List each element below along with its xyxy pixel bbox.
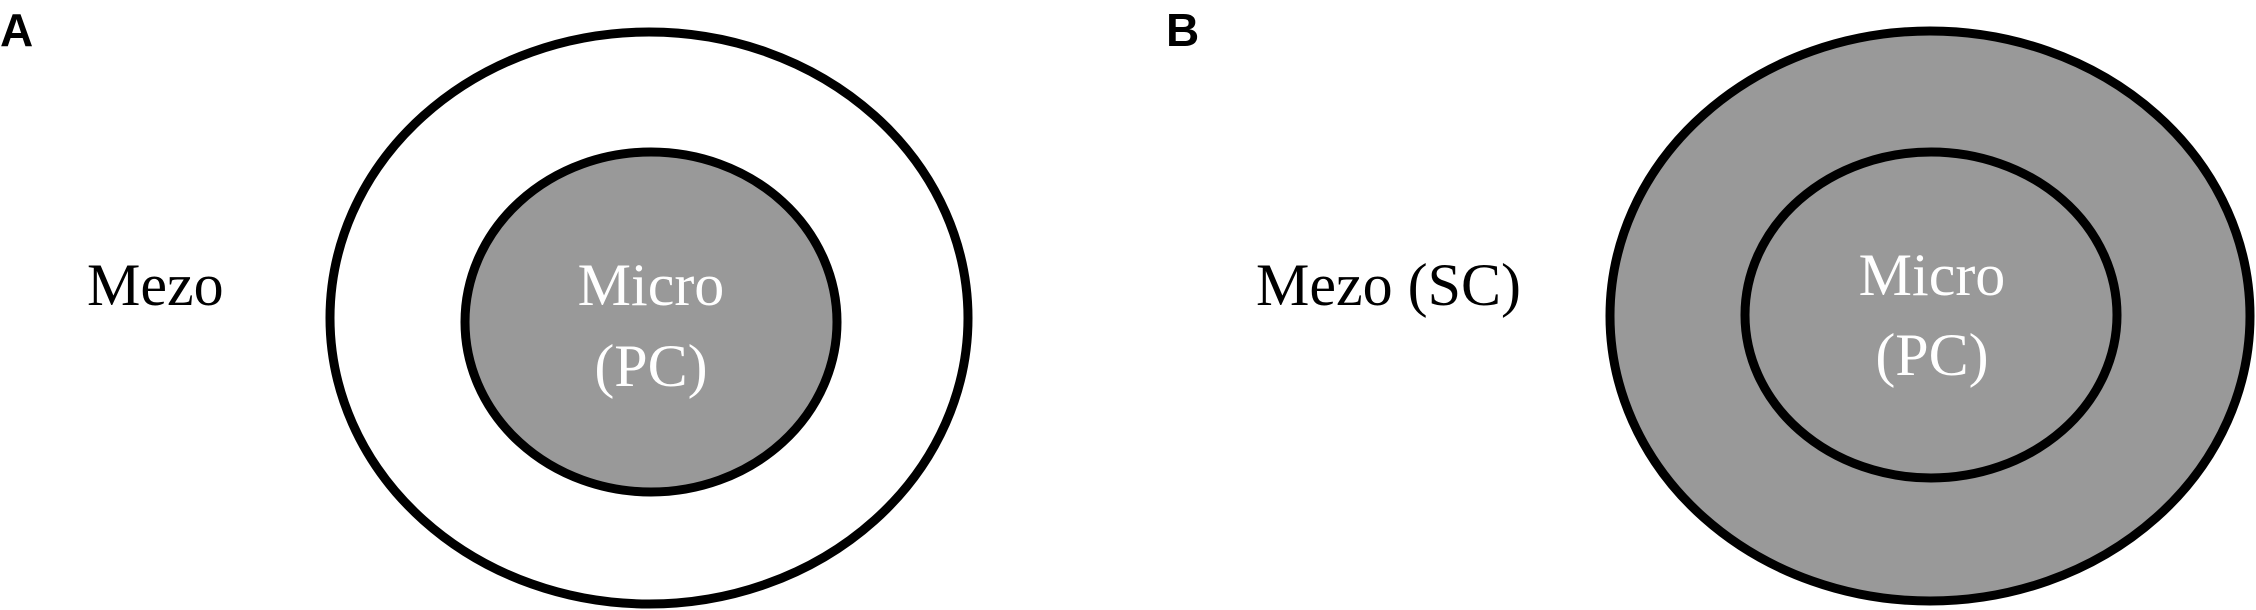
panel-b-letter: B [1166, 4, 1199, 56]
panel-a-letter: A [0, 4, 33, 56]
panel-b: B Mezo (SC) Micro (PC) [1166, 4, 2255, 606]
panel-b-inner-label-line2: (PC) [1875, 322, 1988, 388]
panel-a-inner-label-line1: Micro [578, 252, 725, 318]
panel-b-inner-ellipse [1740, 147, 2122, 483]
panel-a-outer-label: Mezo [87, 252, 224, 318]
panel-b-inner-label-line1: Micro [1859, 242, 2006, 308]
panel-a-inner-label-line2: (PC) [594, 333, 707, 399]
panel-a: A Mezo Micro (PC) [0, 4, 973, 609]
panel-b-outer-label: Mezo (SC) [1256, 252, 1521, 318]
panel-a-inner-ellipse [460, 147, 842, 497]
